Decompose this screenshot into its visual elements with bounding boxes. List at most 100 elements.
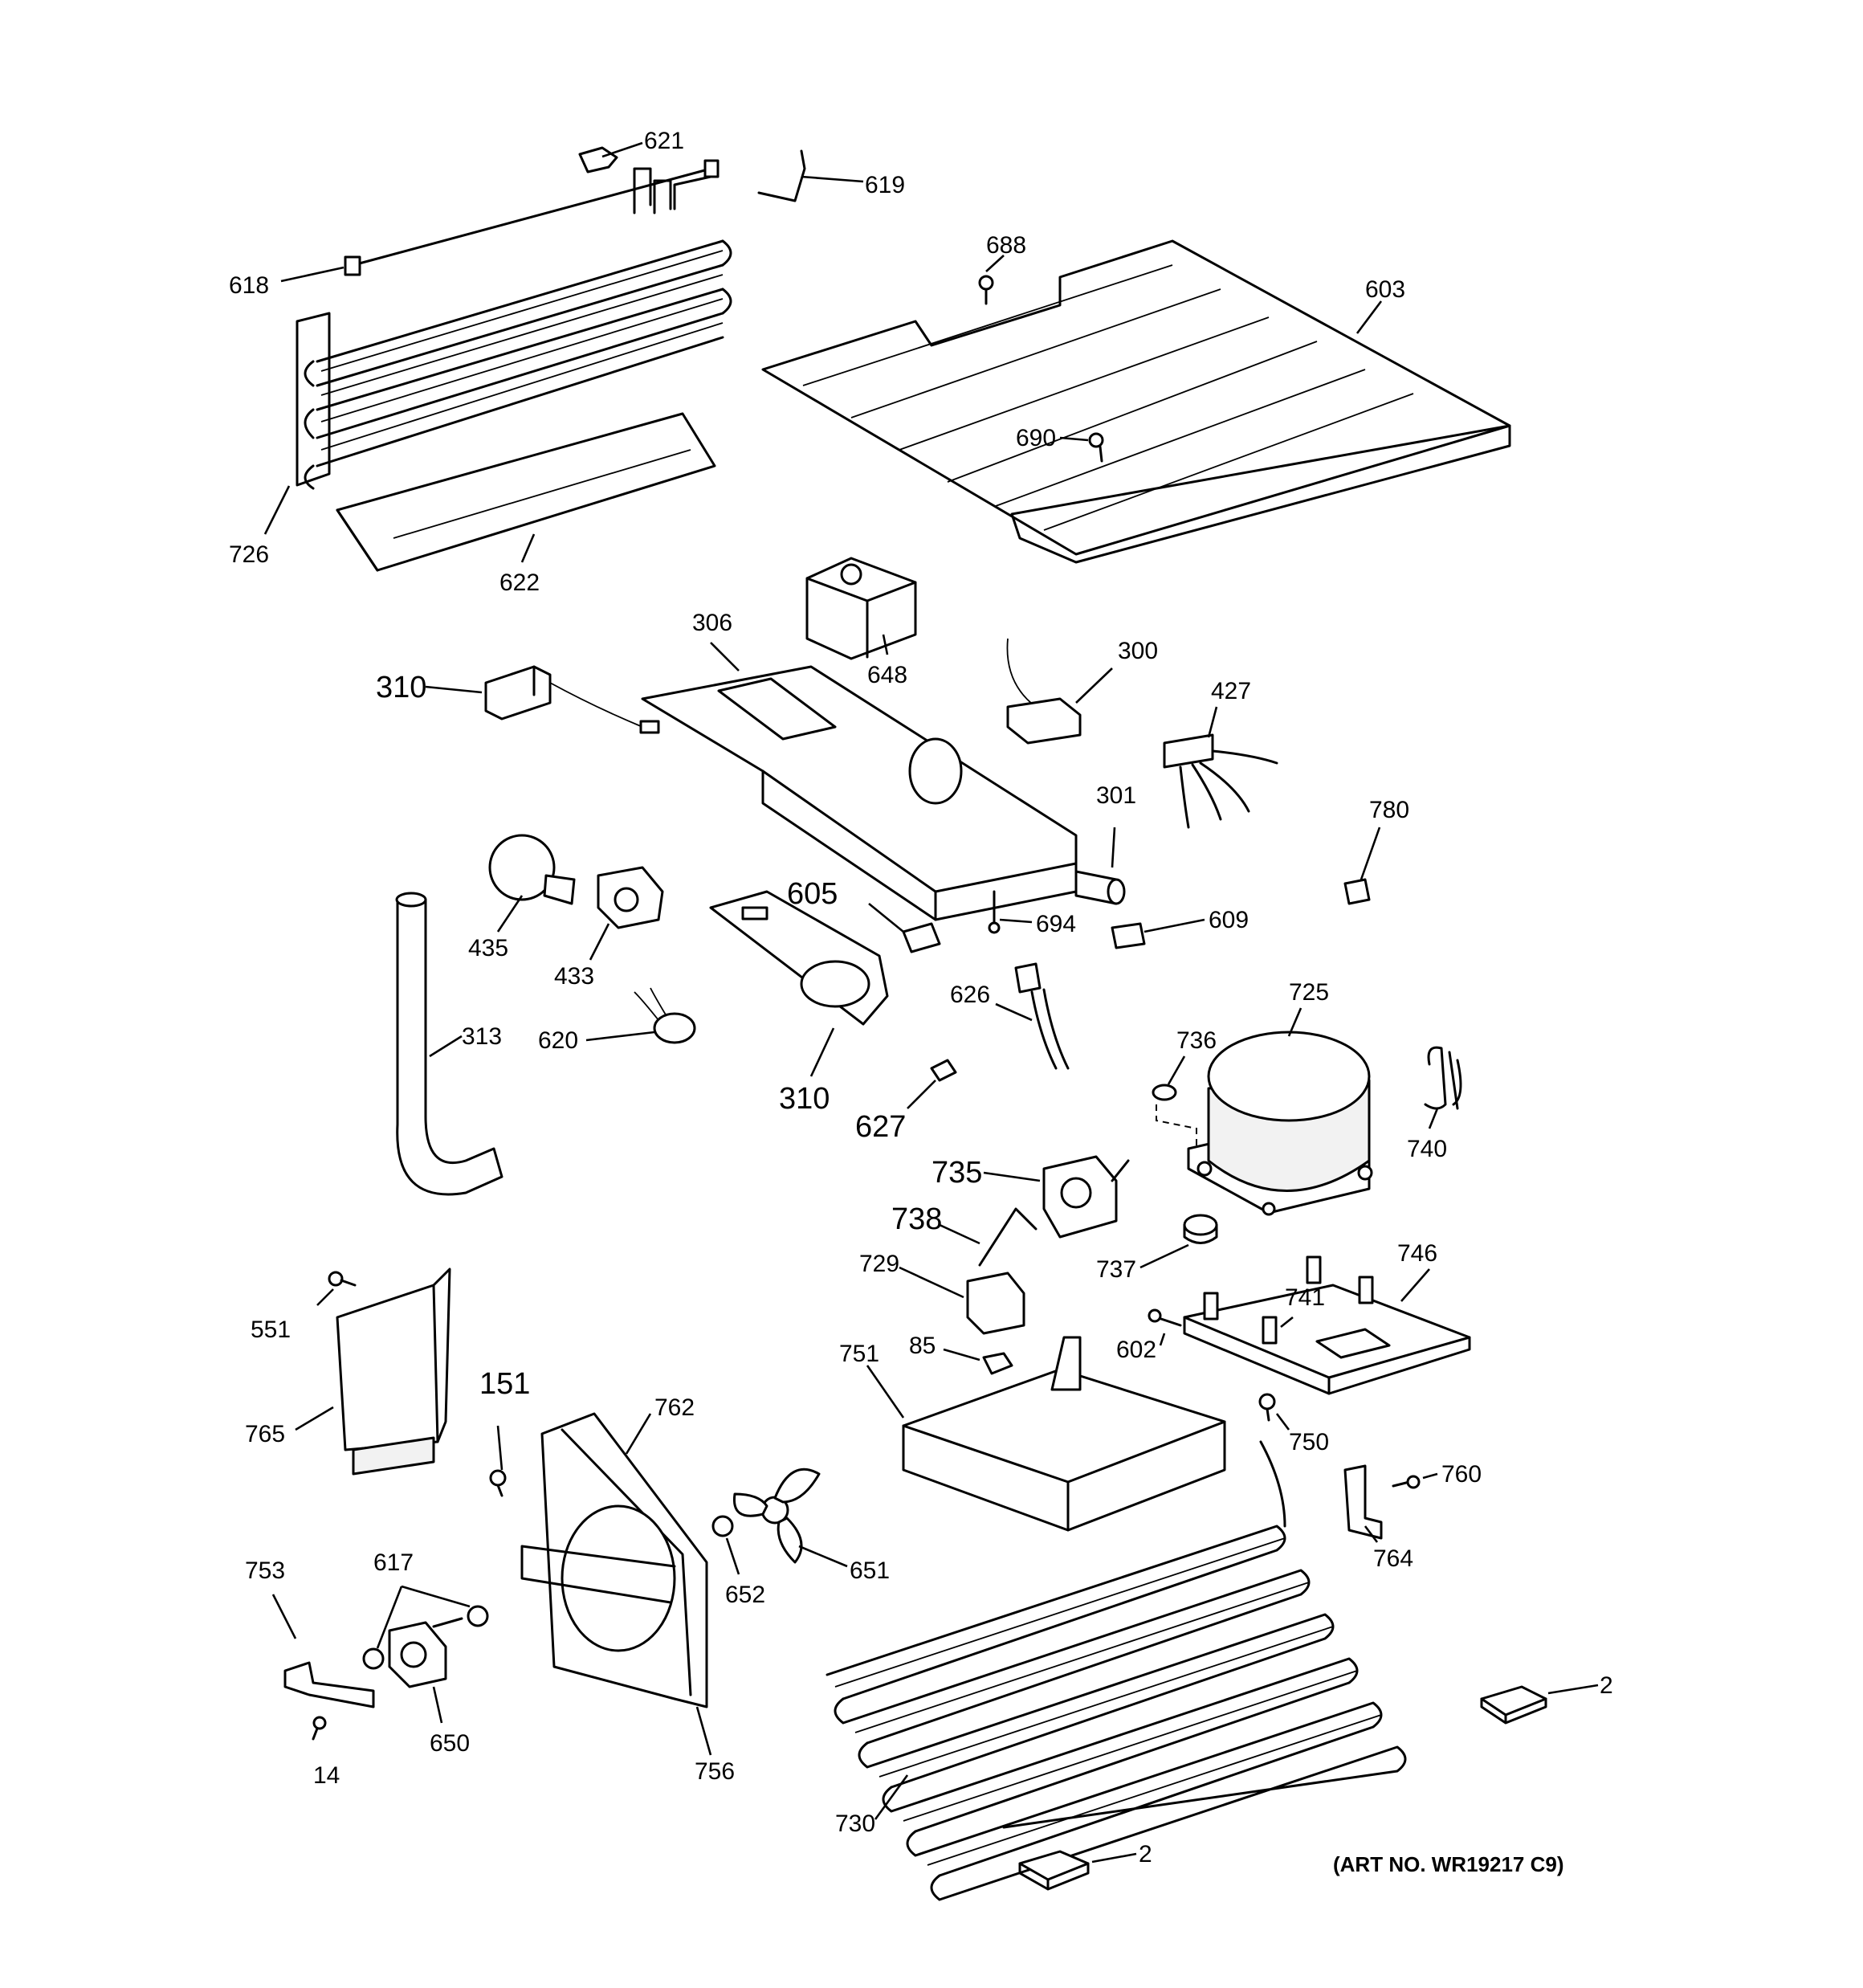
part-2-pad-right: 2 <box>1480 1672 1613 1725</box>
part-151-screw: 151 <box>479 1367 530 1497</box>
part-310-light-socket-bracket: 310 <box>376 665 660 734</box>
callout-85: 85 <box>909 1333 936 1359</box>
callout-603: 603 <box>1365 276 1405 303</box>
part-762-fan-shroud: 762 <box>520 1394 708 1708</box>
callout-765: 765 <box>245 1421 285 1447</box>
part-725-compressor: 725 <box>1187 979 1373 1216</box>
part-85-clip: 85 <box>909 1333 1013 1375</box>
callout-725: 725 <box>1289 979 1329 1006</box>
callout-750: 750 <box>1289 1429 1329 1455</box>
callout-735: 735 <box>932 1156 982 1190</box>
callout-753: 753 <box>245 1557 285 1584</box>
part-609-switch: 609 <box>1111 907 1249 949</box>
part-760-screw: 760 <box>1392 1461 1482 1489</box>
callout-551: 551 <box>251 1316 291 1343</box>
callout-746: 746 <box>1397 1240 1437 1267</box>
callout-648: 648 <box>867 662 907 688</box>
part-433-light-socket: 433 <box>554 866 664 990</box>
part-626-power-cord: 626 <box>950 962 1070 1070</box>
callout-313: 313 <box>462 1023 502 1050</box>
callout-427: 427 <box>1211 678 1251 704</box>
part-310-air-duct: 310 <box>709 890 889 1116</box>
callout-741: 741 <box>1285 1284 1325 1311</box>
part-622-drain-trough: 622 <box>336 412 716 596</box>
part-617-grommet: 617 <box>362 1549 489 1670</box>
part-694-screw: 694 <box>988 890 1076 937</box>
part-688-screw: 688 <box>978 232 1026 305</box>
callout-621: 621 <box>644 128 684 154</box>
part-730-condenser-coil: 730 <box>826 1440 1407 1901</box>
callout-651: 651 <box>850 1557 890 1584</box>
part-648-defrost-timer: 648 <box>805 557 917 688</box>
callout-310-upper: 310 <box>376 671 426 704</box>
callout-618: 618 <box>229 272 269 299</box>
part-765-cover: 765 <box>245 1268 451 1476</box>
part-750-screw: 750 <box>1258 1393 1329 1455</box>
callout-688: 688 <box>986 232 1026 259</box>
part-621-clip: 621 <box>578 128 684 173</box>
callout-690: 690 <box>1016 425 1056 451</box>
callout-729: 729 <box>859 1251 899 1277</box>
part-735-start-relay: 735 <box>932 1155 1130 1239</box>
part-756-bracket: 756 <box>695 1706 735 1785</box>
callout-301: 301 <box>1096 782 1136 809</box>
callout-627: 627 <box>855 1110 906 1144</box>
callout-694: 694 <box>1036 911 1076 937</box>
callout-762: 762 <box>654 1394 695 1421</box>
part-764-clamp: 764 <box>1343 1464 1413 1572</box>
part-627-plug: 627 <box>855 1059 957 1144</box>
callout-620: 620 <box>538 1027 578 1054</box>
callout-2-right: 2 <box>1600 1672 1613 1699</box>
part-619-wire: 619 <box>757 149 905 202</box>
callout-605: 605 <box>787 877 838 911</box>
callout-435: 435 <box>468 935 508 961</box>
part-729-overload: 729 <box>859 1251 1025 1335</box>
part-740-clip: 740 <box>1407 1046 1462 1162</box>
part-751-drain-pan: 751 <box>839 1336 1226 1532</box>
part-737-grommet: 737 <box>1096 1214 1218 1283</box>
callout-619: 619 <box>865 172 905 198</box>
callout-626: 626 <box>950 982 990 1008</box>
part-726-evaporator: 726 <box>229 167 732 568</box>
callout-751: 751 <box>839 1341 879 1367</box>
part-618-heater-rod: 618 <box>229 159 720 299</box>
part-738-wire: 738 <box>891 1202 1037 1267</box>
callout-737: 737 <box>1096 1256 1136 1283</box>
part-14-screw: 14 <box>312 1716 340 1789</box>
callout-14: 14 <box>313 1762 340 1789</box>
callout-764: 764 <box>1373 1545 1413 1572</box>
callout-760: 760 <box>1441 1461 1482 1488</box>
callout-736: 736 <box>1176 1027 1217 1054</box>
callout-622: 622 <box>499 569 540 596</box>
part-313-drain-tube: 313 <box>395 892 503 1196</box>
callout-151: 151 <box>479 1367 530 1401</box>
part-690-screw: 690 <box>1016 425 1104 463</box>
part-746-compressor-plate: 746 741 <box>1183 1240 1471 1395</box>
callout-306: 306 <box>692 610 732 636</box>
callout-433: 433 <box>554 963 594 990</box>
part-652-nut: 652 <box>711 1515 765 1608</box>
callout-738: 738 <box>891 1202 942 1236</box>
callout-726: 726 <box>229 541 269 568</box>
callout-2-bottom: 2 <box>1139 1841 1152 1868</box>
callout-602: 602 <box>1116 1337 1156 1363</box>
part-603-freezer-shelf: 603 <box>761 239 1511 564</box>
part-300-thermostat: 300 <box>1006 638 1158 745</box>
part-551-screw: 551 <box>251 1271 357 1343</box>
part-602-screw: 602 <box>1116 1308 1182 1363</box>
part-605-switch: 605 <box>787 877 941 953</box>
part-620-capacitor: 620 <box>538 987 696 1054</box>
callout-609: 609 <box>1209 907 1249 933</box>
callout-740: 740 <box>1407 1136 1447 1162</box>
part-736-grommet: 736 <box>1152 1027 1217 1165</box>
part-753-bracket: 753 <box>245 1557 375 1708</box>
part-427-wiring-connector: 427 <box>1163 678 1278 829</box>
art-number: (ART NO. WR19217 C9) <box>1333 1852 1564 1876</box>
part-780-clip: 780 <box>1343 797 1409 905</box>
part-2-pad-bottom: 2 <box>1018 1841 1152 1891</box>
callout-756: 756 <box>695 1758 735 1785</box>
callout-652: 652 <box>725 1582 765 1608</box>
callout-617: 617 <box>373 1549 414 1576</box>
part-306-control-housing: 306 <box>641 610 1078 921</box>
